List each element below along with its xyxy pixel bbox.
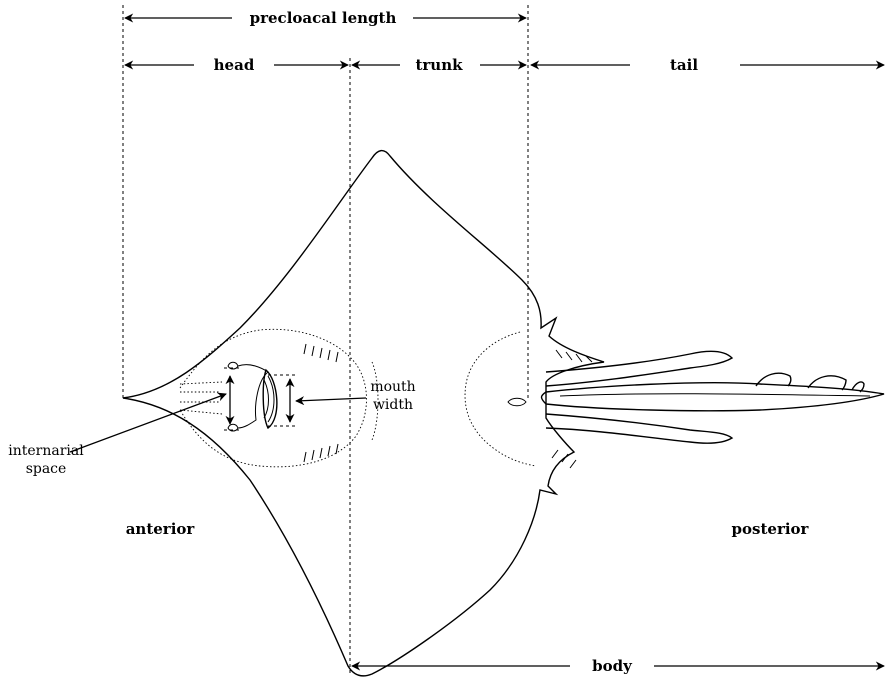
skate-illustration <box>123 151 884 676</box>
internarial-label-line2: space <box>26 461 67 477</box>
tail-main <box>542 383 885 411</box>
gill-slits-lower <box>304 444 338 462</box>
mouth-width-label-line2: width <box>373 397 413 413</box>
tail-lower-clasper <box>546 414 732 443</box>
gill-slits-upper <box>304 344 338 362</box>
tail-label: tail <box>670 56 698 74</box>
body-label: body <box>592 657 633 675</box>
tail-midline <box>560 394 870 396</box>
trunk-label: trunk <box>415 56 463 74</box>
pelvic-fin-rays-upper <box>556 350 592 362</box>
mouth-width-label-line1: mouth <box>370 379 415 395</box>
mouth-teeth <box>264 376 274 422</box>
trunk-dotted-outline <box>465 332 536 466</box>
posterior-label: posterior <box>732 520 810 538</box>
anterior-label: anterior <box>126 520 196 538</box>
head-dotted-outline <box>180 329 367 467</box>
precloacal-length-label: precloacal length <box>250 9 397 27</box>
head-label: head <box>214 56 255 74</box>
disc-outline <box>123 151 604 676</box>
internarial-leader <box>70 394 226 452</box>
cloaca <box>508 398 526 406</box>
mouth-width-leader <box>296 398 366 401</box>
internarial-label-line1: internarial <box>8 443 84 459</box>
